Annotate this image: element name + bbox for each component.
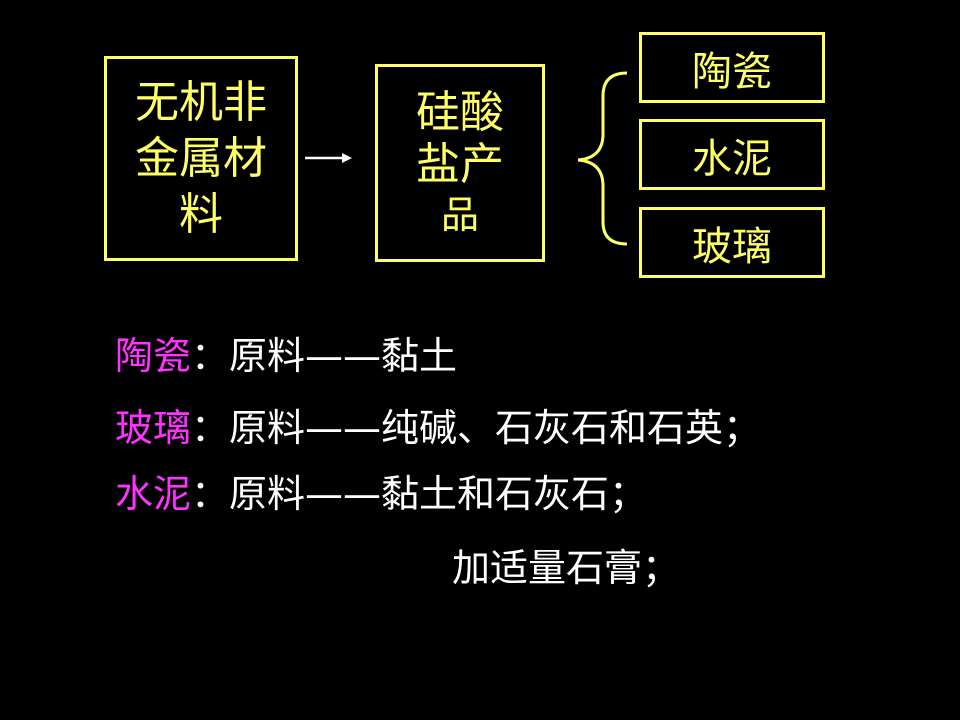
note-text: ：原料——纯碱、石灰石和石英； <box>191 406 762 450</box>
brace-icon <box>577 71 628 246</box>
inorganic-nonmetal-materials-box: 无机非 金属材 料 <box>104 56 298 261</box>
box-line: 品 <box>440 193 479 237</box>
note-term: 陶瓷 <box>115 334 192 378</box>
silicate-products-box: 硅酸 盐产 品 <box>375 64 545 262</box>
arrow-icon <box>305 153 352 163</box>
note-text: ：原料——黏土 <box>191 334 458 378</box>
box-line: 硅酸 <box>416 87 504 138</box>
box-label: 陶瓷 <box>692 48 772 95</box>
box-line: 盐产 <box>416 139 504 190</box>
note-gypsum: 加适量石膏； <box>452 546 681 590</box>
note-cement: 水泥：原料——黏土和石灰石； <box>115 470 647 518</box>
note-glass: 玻璃：原料——纯碱、石灰石和石英； <box>115 404 761 452</box>
ceramics-box: 陶瓷 <box>639 32 825 103</box>
note-text: ：原料——黏土和石灰石； <box>191 472 648 516</box>
glass-box: 玻璃 <box>639 207 825 278</box>
box-line: 料 <box>179 188 223 240</box>
box-label: 玻璃 <box>692 223 772 270</box>
box-line: 无机非 <box>135 76 267 128</box>
box-label: 水泥 <box>692 135 772 182</box>
note-term: 水泥 <box>115 472 192 516</box>
note-term: 玻璃 <box>115 406 192 450</box>
box-line: 金属材 <box>135 132 267 184</box>
cement-box: 水泥 <box>639 119 825 190</box>
note-ceramics: 陶瓷：原料——黏土 <box>115 332 457 380</box>
